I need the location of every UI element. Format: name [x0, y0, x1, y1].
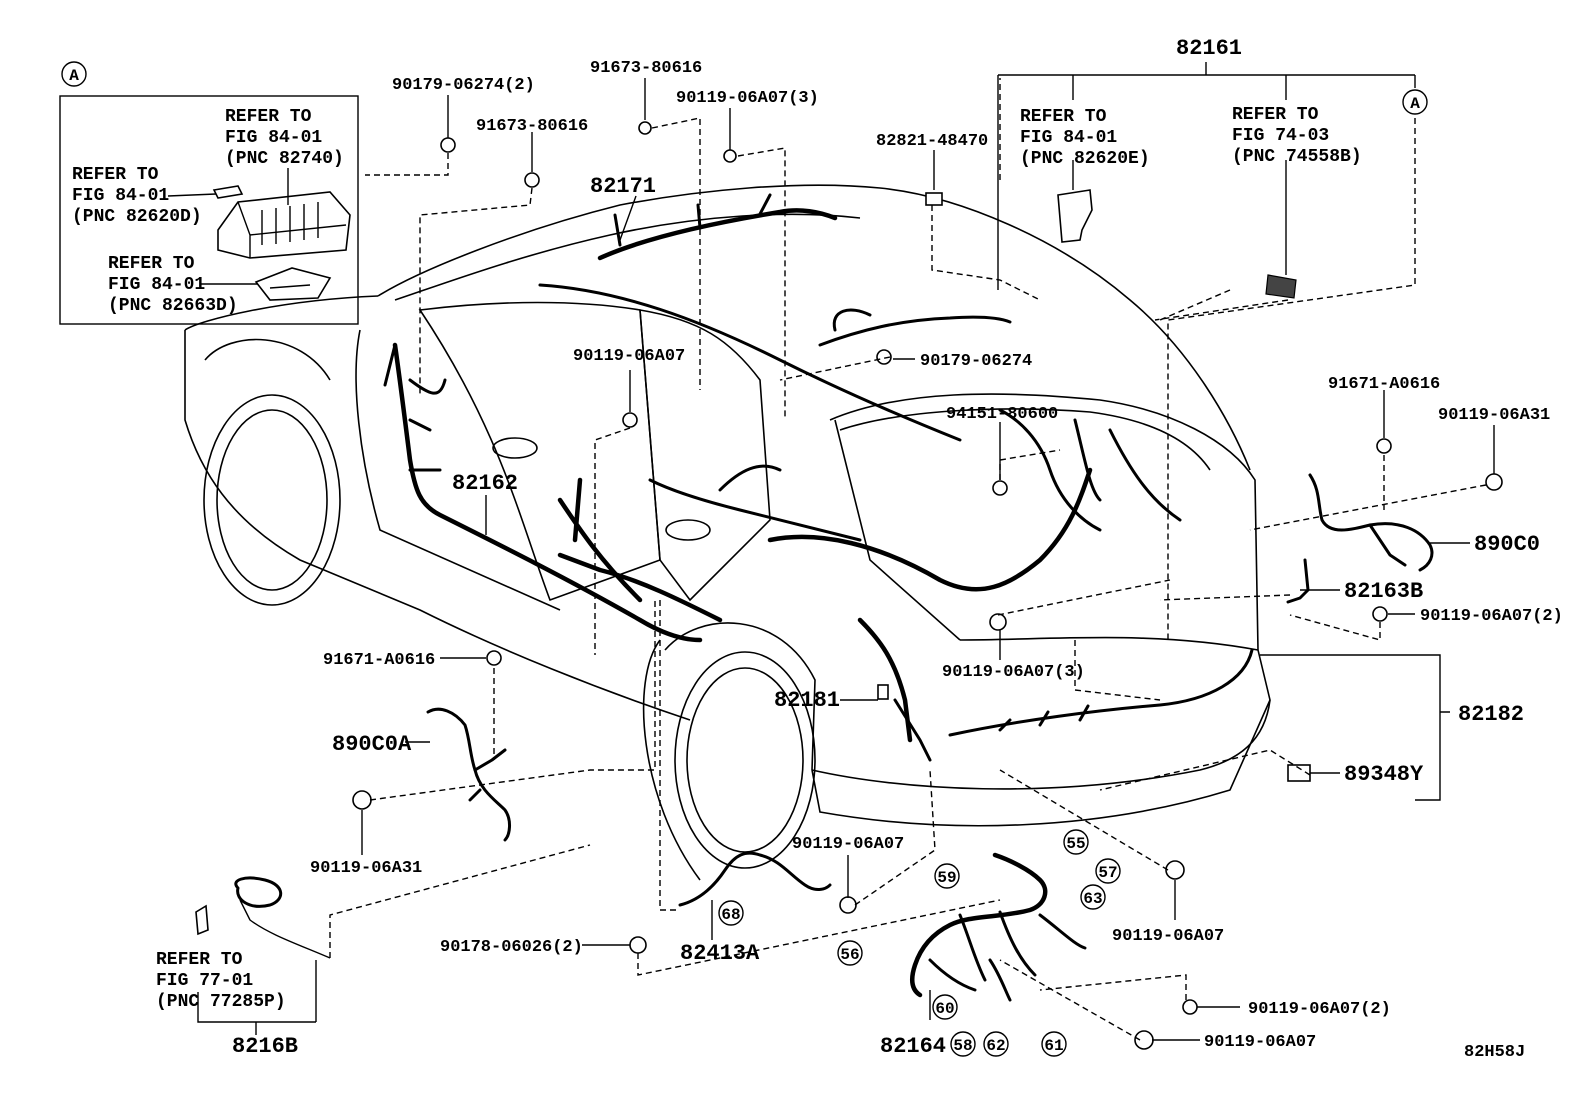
part-label-91673-80616-a: 91673-80616 — [590, 59, 702, 78]
part-label-91673-80616-b: 91673-80616 — [476, 117, 588, 136]
top-note-1-line-3: (PNC 82620E) — [1020, 149, 1150, 169]
part-label-82164: 82164 — [880, 1034, 946, 1059]
inset-note-1-line-2: FIG 84-01 — [225, 128, 322, 148]
part-label-90119-06a07-lower-left: 90119-06A07 — [792, 835, 904, 854]
inset-marker: A — [69, 67, 79, 85]
part-label-90119-06a07-2-right: 90119-06A07(2) — [1420, 607, 1563, 626]
fasteners — [352, 121, 1503, 1050]
inset-note-3-line-3: (PNC 82663D) — [108, 296, 238, 316]
part-label-90179-06274: 90179-06274 — [920, 352, 1032, 371]
part-label-82163b: 82163B — [1344, 579, 1423, 604]
inset-note-2-line-2: FIG 84-01 — [72, 186, 169, 206]
part-label-90179-06274-2: 90179-06274(2) — [392, 76, 535, 95]
part-label-890c0a: 890C0A — [332, 732, 412, 757]
callout-68: 68 — [721, 906, 740, 924]
part-label-91671-a0616-left: 91671-A0616 — [323, 651, 435, 670]
callout-a: A — [1410, 95, 1420, 113]
part-label-94151-80600: 94151-80600 — [946, 405, 1058, 424]
part-label-8216b: 8216B — [232, 1034, 298, 1059]
callout-61: 61 — [1044, 1037, 1063, 1055]
part-label-82171: 82171 — [590, 174, 656, 199]
inset-note-2-line-3: (PNC 82620D) — [72, 207, 202, 227]
callout-56: 56 — [840, 946, 859, 964]
part-label-90119-06a07-3-top: 90119-06A07(3) — [676, 89, 819, 108]
part-label-82821-48470: 82821-48470 — [876, 132, 988, 151]
part-label-90119-06a31-left: 90119-06A31 — [310, 859, 422, 878]
part-label-90119-06a31-right: 90119-06A31 — [1438, 406, 1550, 425]
callout-57: 57 — [1098, 864, 1117, 882]
part-label-91671-a0616-right: 91671-A0616 — [1328, 375, 1440, 394]
top-note-1-line-2: FIG 84-01 — [1020, 128, 1117, 148]
part-label-82181: 82181 — [774, 688, 840, 713]
reference-lines — [329, 78, 1487, 1041]
callout-circles — [718, 89, 1428, 1057]
leader-lines — [197, 62, 1495, 1041]
callout-59: 59 — [937, 869, 956, 887]
callout-55: 55 — [1066, 835, 1085, 853]
inset-note-3-line-1: REFER TO — [108, 254, 195, 274]
part-label-90119-06a07-lower-right: 90119-06A07 — [1112, 927, 1224, 946]
inset-note-2-line-1: REFER TO — [72, 165, 159, 185]
callout-62: 62 — [986, 1037, 1005, 1055]
part-label-82413a: 82413A — [680, 941, 760, 966]
bottom-note-line-1: REFER TO — [156, 950, 243, 970]
part-label-82162: 82162 — [452, 471, 518, 496]
vehicle-body — [184, 184, 1271, 881]
top-note-2-line-1: REFER TO — [1232, 105, 1319, 125]
bottom-note-line-3: (PNC 77285P) — [156, 992, 286, 1012]
wire-harnesses — [195, 193, 1434, 1002]
top-note-1-line-1: REFER TO — [1020, 107, 1107, 127]
top-note-2-line-2: FIG 74-03 — [1232, 126, 1329, 146]
diagram-code: 82H58J — [1464, 1043, 1525, 1062]
inset-note-1-line-1: REFER TO — [225, 107, 312, 127]
inset-note-3-line-2: FIG 84-01 — [108, 275, 205, 295]
part-label-890c0: 890C0 — [1474, 532, 1540, 557]
part-label-82161: 82161 — [1176, 36, 1242, 61]
part-label-90119-06a07-3-rear: 90119-06A07(3) — [942, 663, 1085, 682]
part-label-89348y: 89348Y — [1344, 762, 1424, 787]
bottom-note-line-2: FIG 77-01 — [156, 971, 253, 991]
part-label-82182: 82182 — [1458, 702, 1524, 727]
callout-60: 60 — [935, 1000, 954, 1018]
part-label-90119-06a07-center: 90119-06A07 — [573, 347, 685, 366]
part-label-90178-06026-2: 90178-06026(2) — [440, 938, 583, 957]
callout-58: 58 — [953, 1037, 972, 1055]
part-label-90119-06a07-bottom: 90119-06A07 — [1204, 1033, 1316, 1052]
part-label-90119-06a07-2-bottom: 90119-06A07(2) — [1248, 1000, 1391, 1019]
callout-63: 63 — [1083, 890, 1102, 908]
top-note-2-line-3: (PNC 74558B) — [1232, 147, 1362, 167]
inset-note-1-line-3: (PNC 82740) — [225, 149, 344, 169]
inset-detail-a: A — [59, 61, 359, 325]
